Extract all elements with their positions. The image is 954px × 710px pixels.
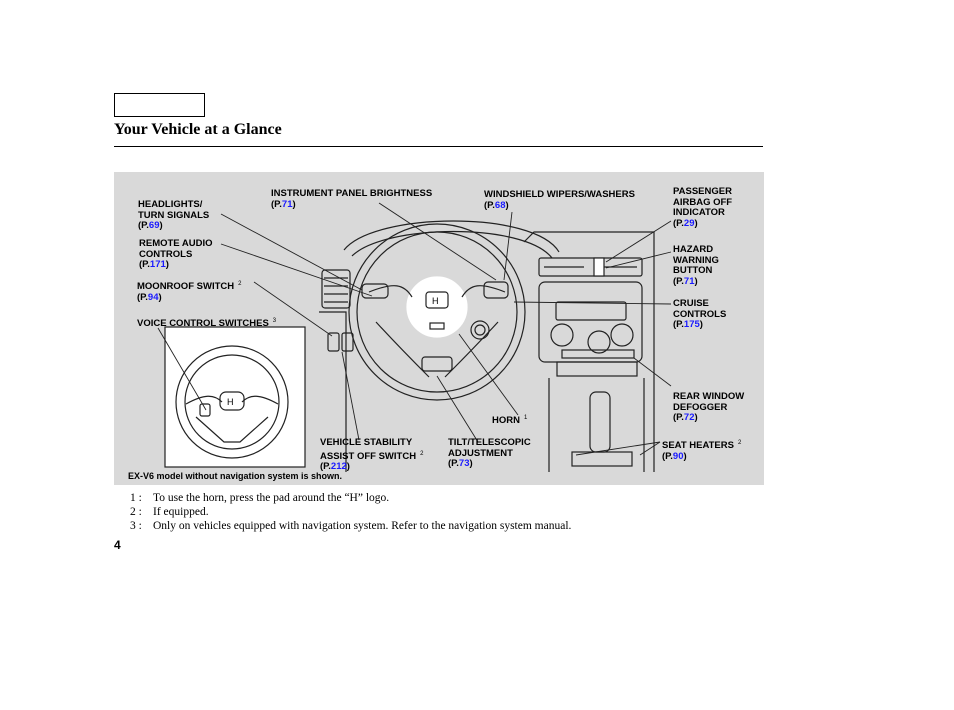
instrument-label: INSTRUMENT PANEL BRIGHTNESS [271, 188, 433, 199]
seat-heaters-label: SEAT HEATERS [662, 440, 734, 452]
vsa-footnote-marker: 2 [420, 450, 424, 457]
instrument-page-ref[interactable]: (P.71) [271, 198, 296, 210]
seat-heaters-footnote-marker: 2 [737, 440, 742, 446]
horn-label: HORN [492, 415, 520, 427]
hazard-label-line3: BUTTON [673, 265, 713, 276]
remote-audio-label-line2: CONTROLS [139, 248, 193, 260]
airbag-label-line2: AIRBAG OFF [673, 196, 733, 208]
headlights-label-line1: HEADLIGHTS/ [138, 199, 203, 210]
moonroof-page-ref[interactable]: (P.94) [137, 291, 162, 303]
voice-footnote-marker: 3 [272, 318, 277, 324]
label-cruise: CRUISE CONTROLS (P.175) [673, 298, 727, 331]
label-remote-audio: REMOTE AUDIO CONTROLS (P.171) [139, 238, 213, 271]
moonroof-footnote-marker: 2 [238, 281, 242, 287]
footnote-2: 2 : If equipped. [130, 505, 571, 519]
footnote-3: 3 : Only on vehicles equipped with navig… [130, 519, 571, 533]
label-airbag-indicator: PASSENGER AIRBAG OFF INDICATOR (P.29) [673, 186, 733, 229]
footnote-number: 1 : [130, 492, 142, 504]
footnote-text: If equipped. [153, 506, 209, 518]
voice-control-label: VOICE CONTROL SWITCHES [137, 318, 269, 330]
cruise-label-line2: CONTROLS [673, 308, 727, 320]
airbag-page-ref[interactable]: (P.29) [673, 217, 698, 229]
hazard-page-ref[interactable]: (P.71) [673, 275, 698, 287]
label-defogger: REAR WINDOW DEFOGGER (P.72) [673, 391, 745, 424]
hazard-label-line1: HAZARD [673, 244, 714, 255]
label-hazard: HAZARD WARNING BUTTON (P.71) [673, 244, 719, 287]
cruise-page-ref[interactable]: (P.175) [673, 319, 703, 330]
vsa-label-line2: ASSIST OFF SWITCH [320, 450, 417, 462]
figure-caption: EX-V6 model without navigation system is… [128, 471, 343, 481]
footnote-text: To use the horn, press the pad around th… [153, 492, 390, 504]
defogger-label-line1: REAR WINDOW [673, 391, 745, 402]
airbag-label-line1: PASSENGER [673, 186, 732, 197]
defogger-page-ref[interactable]: (P.72) [673, 412, 698, 423]
defogger-label-line2: DEFOGGER [673, 401, 728, 413]
horn-footnote-marker: 1 [523, 415, 528, 421]
seat-heaters-page-ref[interactable]: (P.90) [662, 450, 687, 462]
footnote-text: Only on vehicles equipped with navigatio… [153, 520, 572, 532]
page-title: Your Vehicle at a Glance [114, 121, 282, 138]
remote-audio-label-line1: REMOTE AUDIO [139, 238, 213, 249]
dashboard-illustration: H H [157, 202, 672, 472]
vsa-page-ref[interactable]: (P.212) [320, 461, 350, 473]
footnote-number: 2 : [130, 506, 142, 518]
svg-text:H: H [227, 397, 234, 407]
footnote-1: 1 : To use the horn, press the pad aroun… [130, 491, 571, 505]
page-number: 4 [114, 538, 121, 552]
section-tab-box [114, 93, 205, 117]
cruise-label-line1: CRUISE [673, 298, 709, 309]
label-tilt-telescopic: TILT/TELESCOPIC ADJUSTMENT (P.73) [448, 437, 531, 470]
headlights-label-line2: TURN SIGNALS [138, 209, 210, 221]
svg-text:H: H [432, 296, 439, 306]
headlights-page-ref[interactable]: (P.69) [138, 220, 163, 231]
vsa-label-line1: VEHICLE STABILITY [320, 437, 413, 448]
footnote-number: 3 : [130, 520, 142, 532]
moonroof-label: MOONROOF SWITCH [137, 281, 235, 293]
tilt-page-ref[interactable]: (P.73) [448, 458, 473, 469]
title-rule [114, 146, 763, 147]
label-headlights: HEADLIGHTS/ TURN SIGNALS (P.69) [138, 199, 210, 232]
label-instrument-brightness: INSTRUMENT PANEL BRIGHTNESS (P.71) [271, 188, 433, 210]
tilt-label-line1: TILT/TELESCOPIC [448, 437, 531, 448]
dashboard-figure: H H [114, 172, 764, 485]
hazard-label-line2: WARNING [673, 254, 719, 266]
footnotes: 1 : To use the horn, press the pad aroun… [130, 491, 571, 533]
tilt-label-line2: ADJUSTMENT [448, 447, 513, 459]
wipers-page-ref[interactable]: (P.68) [484, 199, 509, 211]
wipers-label: WINDSHIELD WIPERS/WASHERS [484, 189, 635, 200]
airbag-label-line3: INDICATOR [673, 207, 725, 218]
remote-audio-page-ref[interactable]: (P.171) [139, 259, 169, 270]
label-wipers: WINDSHIELD WIPERS/WASHERS (P.68) [484, 189, 635, 211]
